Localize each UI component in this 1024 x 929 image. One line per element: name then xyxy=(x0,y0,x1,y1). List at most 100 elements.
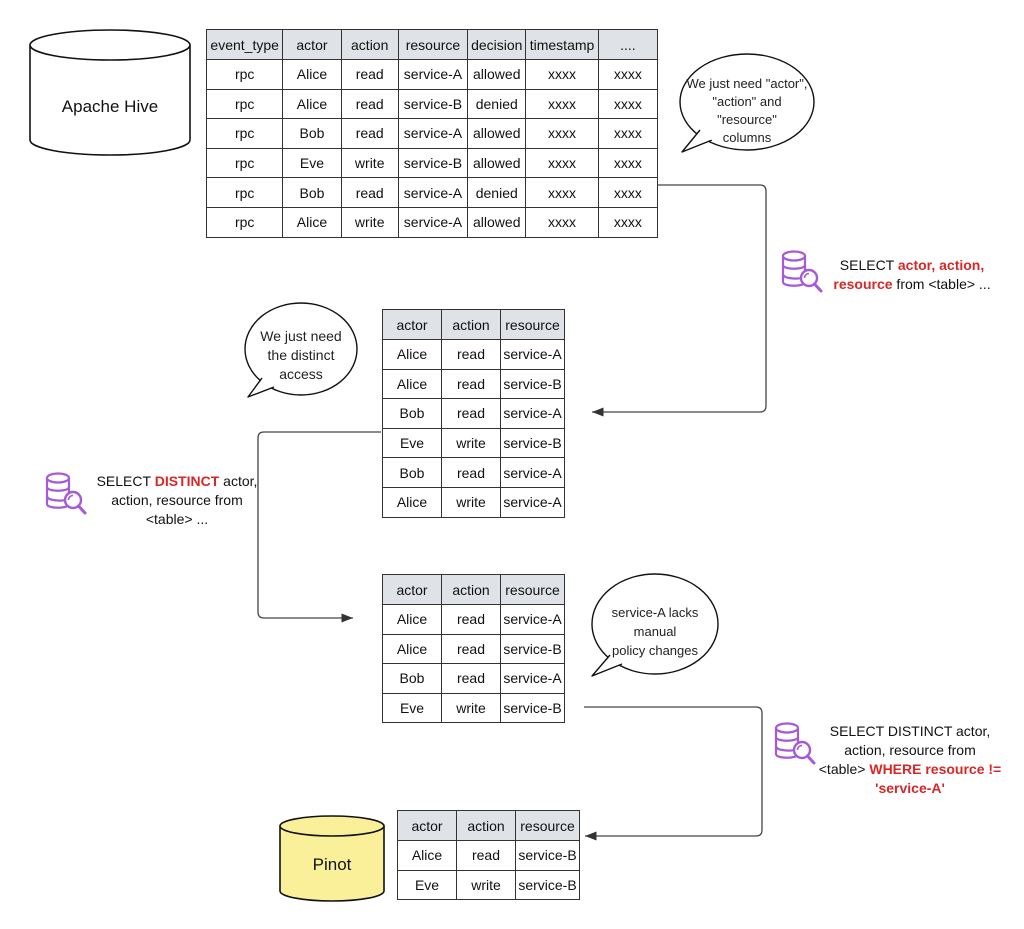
column-header: timestamp xyxy=(525,29,599,60)
table-cell: xxxx xyxy=(525,118,599,149)
note-columns: We just need "actor","action" and "resou… xyxy=(686,76,808,145)
table-cell: Alice xyxy=(282,59,342,90)
table-cell: allowed xyxy=(467,206,527,238)
table-cell: rpc xyxy=(205,88,284,120)
table-cell: service-A xyxy=(500,486,565,518)
column-header: resource xyxy=(397,29,469,60)
column-header: actor xyxy=(382,574,442,605)
table-cell: service-B xyxy=(397,147,469,179)
column-header: action xyxy=(456,810,516,841)
table-cell: Alice xyxy=(382,339,442,370)
table-cell: service-B xyxy=(515,869,580,901)
table-cell: read xyxy=(441,368,501,400)
table-cell: allowed xyxy=(467,147,527,179)
table-cell: xxxx xyxy=(525,59,599,90)
database-search-icon xyxy=(781,250,823,293)
table-cell: Eve xyxy=(397,869,457,901)
table-cell: read xyxy=(441,663,501,694)
query-select-distinct: SELECT DISTINCT actor, action, resource … xyxy=(96,473,258,527)
table-cell: read xyxy=(340,118,399,149)
column-header: resource xyxy=(515,810,580,841)
database-search-icon xyxy=(774,722,816,765)
table-cell: service-B xyxy=(397,88,469,120)
table-cell: write xyxy=(340,206,399,238)
pinot-database xyxy=(279,815,385,902)
column-header: resource xyxy=(500,574,565,605)
table-cell: xxxx xyxy=(597,177,659,208)
table-cell: service-B xyxy=(500,633,565,665)
column-header: event_type xyxy=(205,29,284,60)
table-cell: Bob xyxy=(382,663,442,694)
table-cell: xxxx xyxy=(525,206,599,238)
table-cell: Alice xyxy=(382,486,442,518)
table-cell: service-A xyxy=(500,339,565,370)
query-select-columns: SELECT actor, action, resource from <tab… xyxy=(833,257,991,292)
table-cell: service-B xyxy=(500,692,565,724)
table-cell: rpc xyxy=(205,59,284,90)
table-cell: write xyxy=(441,486,501,518)
table-cell: service-A xyxy=(500,398,565,429)
table-cell: write xyxy=(441,692,501,724)
table-cell: rpc xyxy=(205,147,284,179)
table-cell: service-A xyxy=(500,604,565,635)
table-cell: xxxx xyxy=(525,147,599,179)
table-cell: Alice xyxy=(397,840,457,871)
table-cell: service-B xyxy=(500,368,565,400)
table-cell: Eve xyxy=(382,427,442,459)
table-cell: Alice xyxy=(382,604,442,635)
table-cell: xxxx xyxy=(597,147,659,179)
table-cell: read xyxy=(441,633,501,665)
column-header: decision xyxy=(467,29,527,60)
table-cell: xxxx xyxy=(597,59,659,90)
pinot-label: Pinot xyxy=(312,855,352,874)
apache-hive-label: Apache Hive xyxy=(61,97,159,116)
table-cell: xxxx xyxy=(597,118,659,149)
table-cell: Bob xyxy=(282,118,342,149)
table-cell: xxxx xyxy=(597,88,659,120)
table-cell: Bob xyxy=(282,177,342,208)
column-header: actor xyxy=(382,309,442,340)
column-header: action xyxy=(441,574,501,605)
table-cell: xxxx xyxy=(525,88,599,120)
table-cell: read xyxy=(441,398,501,429)
table-cell: read xyxy=(340,88,399,120)
database-search-icon xyxy=(45,472,87,515)
speech-bubble-columns xyxy=(679,53,815,153)
speech-bubble-manual-policy xyxy=(591,573,719,677)
connector-raw-to-projected xyxy=(592,184,767,417)
table-cell: service-A xyxy=(397,59,469,90)
table-cell: write xyxy=(441,427,501,459)
column-header: actor xyxy=(397,810,457,841)
connector-distinct-to-final xyxy=(584,706,763,841)
table-cell: Eve xyxy=(282,147,342,179)
table-cell: Eve xyxy=(382,692,442,724)
table-cell: service-A xyxy=(397,118,469,149)
table-cell: rpc xyxy=(205,177,284,208)
apache-hive-database xyxy=(29,29,191,156)
table-cell: service-A xyxy=(500,457,565,488)
table-cell: Alice xyxy=(382,633,442,665)
table-cell: xxxx xyxy=(597,206,659,238)
table-cell: service-A xyxy=(397,177,469,208)
table-cell: Alice xyxy=(282,206,342,238)
table-cell: allowed xyxy=(467,59,527,90)
table-cell: Bob xyxy=(382,457,442,488)
